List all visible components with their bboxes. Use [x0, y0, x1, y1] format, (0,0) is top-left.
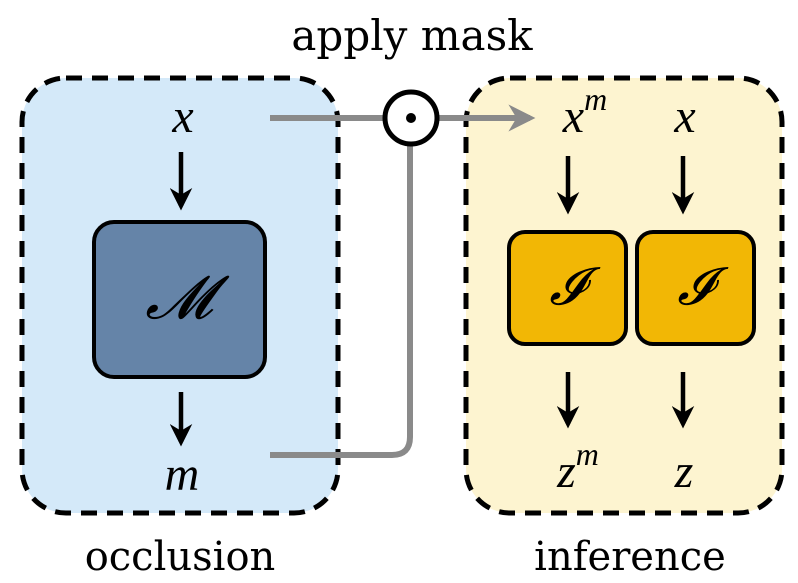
zm-superscript: m	[576, 436, 599, 472]
inference-output-zm: zm	[556, 436, 599, 498]
inference-module-box-plain	[635, 230, 756, 346]
occlusion-input-x: x	[171, 90, 193, 143]
xm-superscript: m	[584, 81, 607, 117]
inference-input-xm: xm	[562, 81, 607, 143]
inference-input-x: x	[673, 90, 695, 143]
zm-base: z	[556, 445, 576, 498]
m-to-mask-connector	[270, 146, 413, 458]
occlusion-group-label: occlusion	[85, 534, 276, 580]
inference-module-box-masked	[507, 230, 628, 346]
inference-group-label: inference	[534, 534, 726, 580]
inference-output-z: z	[674, 445, 694, 498]
xm-base: x	[562, 90, 584, 143]
hadamard-dot	[406, 113, 416, 123]
occlusion-module-box	[92, 220, 267, 379]
title-label: apply mask	[291, 11, 533, 60]
occlusion-output-m: m	[165, 448, 200, 501]
